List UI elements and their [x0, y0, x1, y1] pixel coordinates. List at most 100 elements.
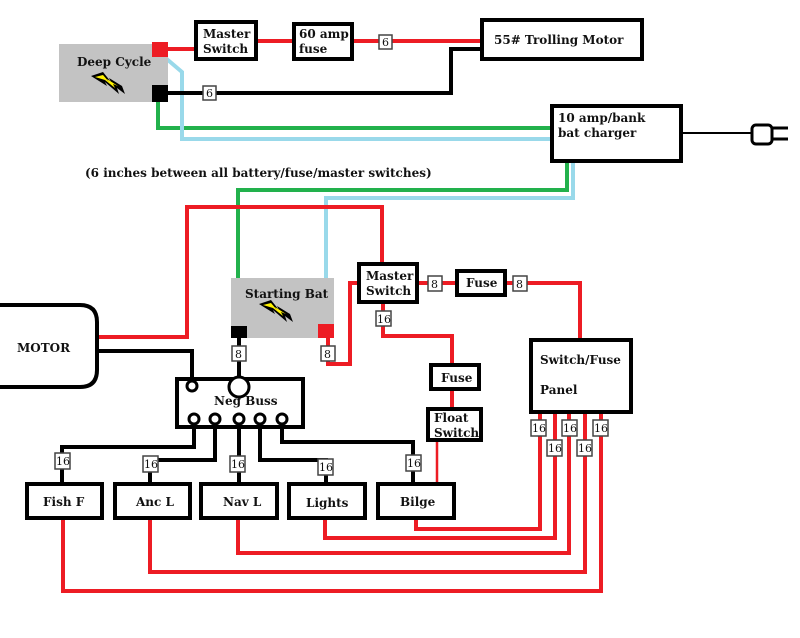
float-switch — [426, 407, 483, 442]
load-nav-light — [199, 482, 279, 520]
wire-neg-bilge — [280, 420, 415, 484]
gauge-label: 16 — [405, 454, 422, 472]
gauge-label: 16 — [229, 455, 246, 473]
load-label: Nav L — [223, 495, 262, 509]
wire-master-to-bilge-fuse — [381, 302, 454, 365]
plug-icon — [750, 123, 788, 146]
gauge-label: 8 — [512, 275, 528, 292]
starting-bat-charger-neg-wire — [236, 162, 569, 328]
gauge-label: 16 — [576, 439, 593, 457]
gauge-label: 6 — [202, 85, 217, 101]
wire-neg-trolling — [168, 47, 482, 95]
trolling-motor-label: 55# Trolling Motor — [494, 33, 624, 47]
load-label: Anc L — [135, 495, 175, 509]
wire-panel-bilge — [414, 412, 542, 531]
svg-text:16: 16 — [407, 457, 421, 470]
wire-panel-fish-finder — [61, 412, 603, 593]
gauge-label: 16 — [592, 419, 609, 437]
svg-text:16: 16 — [377, 313, 391, 326]
fuse-60-amp — [292, 22, 354, 61]
wire-motor-negative — [97, 349, 194, 380]
fuse-60-label-2: fuse — [299, 42, 328, 56]
gauge-label: 8 — [231, 345, 247, 362]
main-fuse-label: Fuse — [466, 276, 498, 290]
svg-text:8: 8 — [235, 348, 242, 361]
gauge-label: 8 — [320, 345, 336, 362]
master-switch-bottom-label-2: Switch — [366, 284, 411, 298]
svg-text:16: 16 — [594, 422, 608, 435]
svg-text:16: 16 — [319, 461, 333, 474]
load-label: Lights — [306, 496, 349, 510]
outboard-motor — [0, 303, 99, 389]
gauge-label: 6 — [378, 34, 393, 50]
panel-label-2: Panel — [540, 383, 578, 397]
deep-cycle-label: Deep Cycle — [77, 55, 152, 69]
deep-cycle-charger-neg-wire — [156, 102, 552, 130]
bilge-fuse-label: Fuse — [441, 371, 473, 385]
wire-panel-nav-light — [236, 412, 571, 555]
svg-text:16: 16 — [548, 442, 562, 455]
charger-label-2: bat charger — [558, 126, 637, 140]
negative-terminal — [152, 85, 168, 102]
positive-terminal — [318, 324, 334, 338]
trolling-motor — [480, 18, 644, 61]
gauge-label: 16 — [561, 419, 578, 437]
motor-label: MOTOR — [17, 341, 71, 355]
master-switch-bottom-label: Master — [366, 269, 414, 283]
panel-label: Switch/Fuse — [540, 353, 621, 367]
svg-text:8: 8 — [431, 278, 438, 291]
wire-neg-fish-finder — [60, 420, 196, 484]
svg-text:6: 6 — [206, 87, 213, 100]
svg-text:16: 16 — [231, 458, 245, 471]
svg-text:16: 16 — [56, 455, 70, 468]
wire-neg-lights — [258, 420, 328, 484]
gauge-label: 16 — [54, 452, 71, 470]
starting-bat-label: Starting Bat — [245, 287, 329, 301]
wire-fuse-to-panel — [505, 281, 582, 340]
battery-charger — [550, 104, 683, 163]
switch-fuse-panel — [529, 338, 633, 414]
svg-text:16: 16 — [144, 458, 158, 471]
svg-text:8: 8 — [516, 278, 523, 291]
main-fuse — [455, 269, 507, 297]
gauge-label: 16 — [317, 458, 334, 476]
bilge-fuse — [429, 363, 481, 391]
gauge-label: 16 — [142, 455, 159, 473]
charger-label: 10 amp/bank — [558, 111, 646, 125]
starting-battery: Starting Bat — [231, 278, 334, 338]
gauge-label: 16 — [546, 439, 563, 457]
master-switch-top-label: Master — [203, 27, 251, 41]
lightning-bolt-icon — [91, 72, 125, 94]
gauge-label: 8 — [427, 275, 443, 292]
master-switch-top — [194, 20, 258, 61]
float-switch-label-2: Switch — [434, 426, 479, 440]
starting-bat-charger-pos-wire — [324, 162, 575, 326]
svg-text:6: 6 — [382, 36, 389, 49]
load-lights — [287, 482, 367, 520]
svg-text:16: 16 — [532, 422, 546, 435]
wire-panel-anchor-light — [148, 412, 587, 574]
svg-text:8: 8 — [324, 348, 331, 361]
negative-terminal — [231, 326, 247, 338]
fuse-60-label: 60 amp — [299, 27, 349, 41]
wire-neg-anchor-light — [148, 420, 217, 484]
deep-cycle-charger-pos-wire — [160, 53, 552, 141]
svg-text:16: 16 — [563, 422, 577, 435]
positive-terminal — [152, 42, 168, 57]
deep-cycle-battery: Deep Cycle — [59, 42, 168, 102]
gauge-label: 16 — [530, 419, 547, 437]
negative-bus-bar: Neg Buss — [175, 375, 305, 429]
svg-text:16: 16 — [578, 442, 592, 455]
load-anchor-light — [113, 482, 192, 520]
load-bilge — [376, 482, 456, 520]
load-fish-finder — [25, 482, 104, 520]
wire-motor-positive — [97, 205, 384, 339]
wire-panel-lights — [323, 412, 557, 540]
gauge-label: 16 — [375, 310, 392, 327]
neg-buss-label: Neg Buss — [214, 394, 278, 408]
load-label: Bilge — [400, 495, 436, 509]
master-switch-bottom — [357, 262, 419, 304]
float-switch-label: Float — [434, 411, 469, 425]
